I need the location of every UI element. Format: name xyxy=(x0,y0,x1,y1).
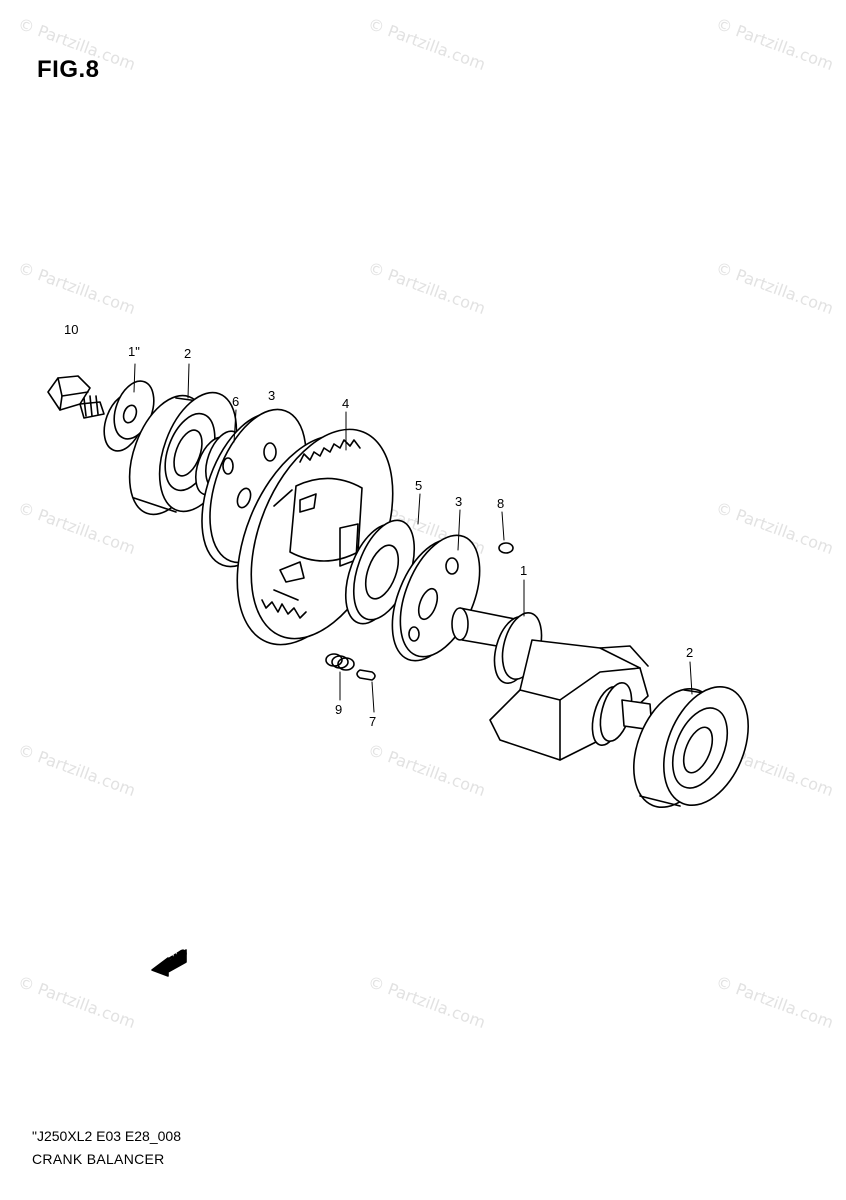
callout-2-lower: 2 xyxy=(686,645,694,660)
callout-9: 9 xyxy=(335,702,343,717)
leader-lines xyxy=(133,363,693,713)
callout-8: 8 xyxy=(497,496,505,511)
part-11-washer xyxy=(103,380,155,452)
callout-1: 1 xyxy=(520,563,528,578)
callout-11: 1" xyxy=(128,344,140,359)
part-9-spring xyxy=(325,653,355,671)
part-2-bearing-lower xyxy=(633,685,749,809)
drawing-code: "J250XL2 E03 E28_008 xyxy=(32,1128,181,1144)
callout-3-left: 3 xyxy=(268,388,276,403)
drawing-title: CRANK BALANCER xyxy=(32,1151,165,1167)
figure-title: FIG.8 xyxy=(37,56,100,83)
callout-5: 5 xyxy=(415,478,423,493)
part-7-pin xyxy=(356,669,376,681)
callout-7: 7 xyxy=(369,714,377,729)
callout-10: 10 xyxy=(64,322,79,337)
callout-3-right: 3 xyxy=(455,494,463,509)
callout-2-upper: 2 xyxy=(184,346,192,361)
part-1-balancer-shaft xyxy=(451,607,653,761)
part-10-bolt xyxy=(47,375,105,419)
callout-4: 4 xyxy=(342,396,350,411)
part-8-key xyxy=(498,542,514,554)
fwd-arrow-icon: FWD xyxy=(151,946,190,977)
callout-6: 6 xyxy=(232,394,240,409)
